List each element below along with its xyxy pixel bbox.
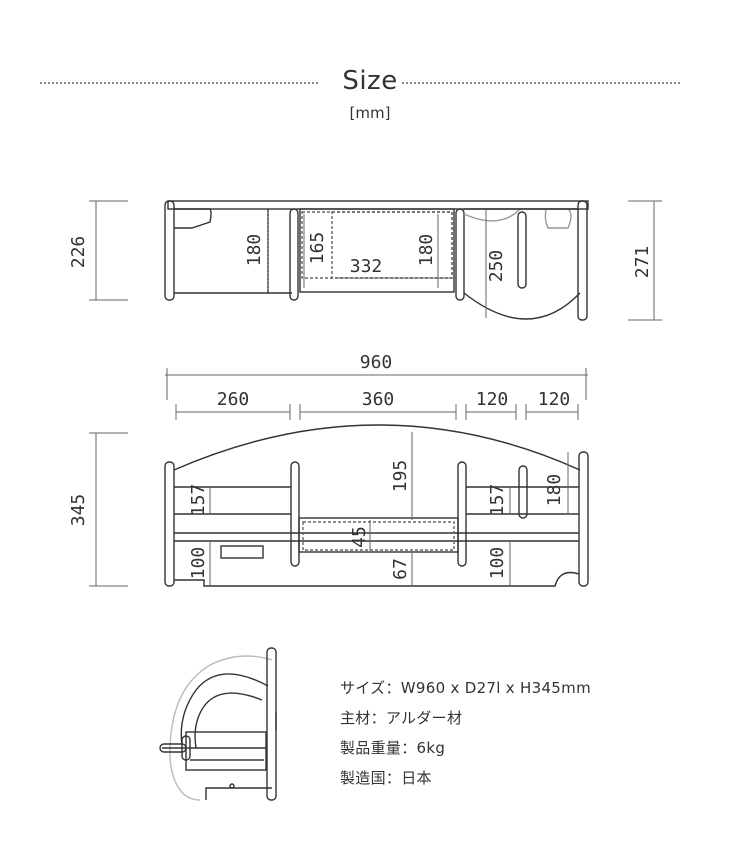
front-left-post — [164, 461, 175, 587]
top-back-board — [167, 200, 589, 210]
dim-front-left-lower: 100 — [188, 547, 209, 580]
side-view — [159, 647, 277, 801]
front-drawer — [298, 517, 459, 553]
top-view — [164, 200, 589, 321]
top-right-curve — [463, 292, 581, 320]
dim-front-height: 345 — [68, 494, 89, 527]
top-left-post — [164, 200, 175, 301]
front-view-dims — [89, 368, 588, 587]
dim-front-right-lower: 100 — [487, 547, 508, 580]
dim-top-left-depth: 226 — [68, 236, 89, 269]
page-title: Size — [342, 66, 398, 96]
front-center-post-left — [290, 461, 300, 567]
dim-top-drawer-width: 332 — [350, 256, 383, 277]
front-top-arc — [173, 424, 581, 471]
title-row: Size — [0, 66, 740, 100]
dim-front-center-lower: 67 — [390, 558, 411, 580]
top-center-post-left — [289, 208, 299, 301]
spec-size: サイズ：W960 x D27l x H345mm — [340, 679, 591, 697]
front-short-post — [518, 465, 528, 519]
top-slot — [517, 211, 527, 289]
top-view-dims — [89, 200, 662, 321]
front-view — [164, 424, 589, 587]
title-divider-left — [40, 82, 318, 84]
front-center-post-right — [457, 461, 467, 567]
title-divider-right — [402, 82, 680, 84]
dim-front-right-top: 180 — [544, 474, 565, 507]
front-right-post — [578, 451, 589, 587]
dim-segment-4: 120 — [538, 389, 571, 410]
top-right-post — [577, 200, 588, 321]
unit-label: [mm] — [349, 104, 391, 122]
dim-top-drawer-inner: 165 — [307, 232, 328, 265]
dim-top-right-depth: 271 — [632, 246, 653, 279]
front-label-plate — [220, 545, 264, 559]
dim-front-left-upper: 157 — [188, 484, 209, 517]
top-center-post-right — [455, 208, 465, 301]
dim-overall-width: 960 — [360, 352, 393, 373]
spec-material: 主材：アルダー材 — [340, 709, 463, 727]
dim-segment-3: 120 — [476, 389, 509, 410]
dim-segment-1: 260 — [217, 389, 250, 410]
dim-front-drawer: 45 — [349, 526, 370, 548]
top-drawer — [299, 208, 455, 293]
spec-origin: 製造国：日本 — [340, 769, 432, 787]
dim-top-left-inner: 180 — [244, 234, 265, 267]
dim-front-right-upper: 157 — [487, 484, 508, 517]
spec-weight: 製品重量：6kg — [340, 739, 446, 757]
dim-front-center-upper: 195 — [390, 460, 411, 493]
top-left-notch — [174, 208, 212, 229]
dim-top-right-inner: 250 — [486, 250, 507, 283]
dim-segment-2: 360 — [362, 389, 395, 410]
side-back-post — [266, 647, 277, 801]
dim-top-drawer-depth: 180 — [416, 234, 437, 267]
